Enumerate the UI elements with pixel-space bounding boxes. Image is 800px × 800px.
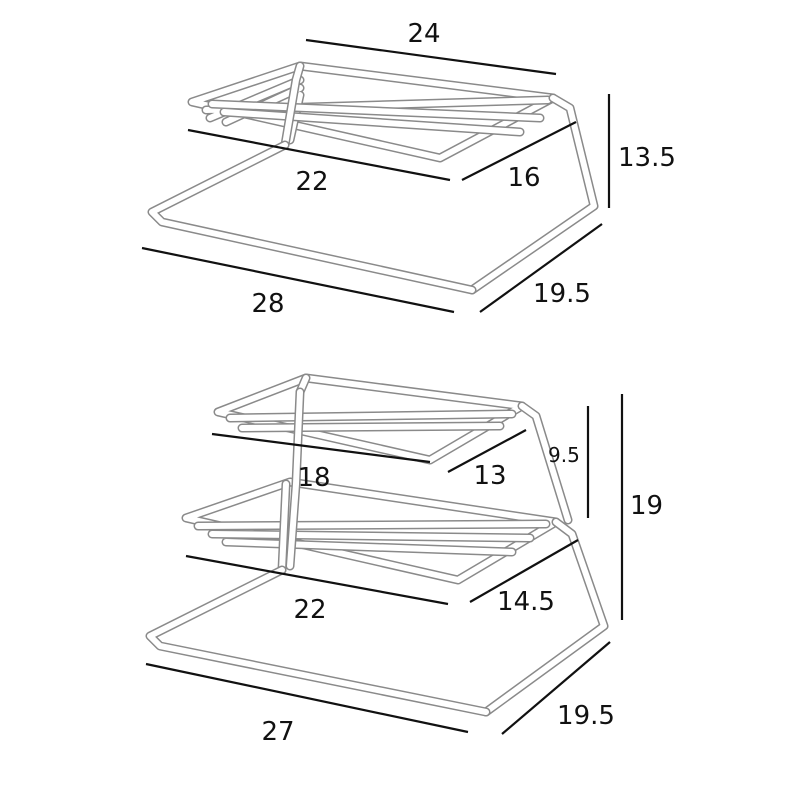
base-depth-line <box>479 223 603 313</box>
top-shelf-depth-line <box>447 429 527 473</box>
top-width-label: 24 <box>407 19 440 49</box>
mid-shelf-width-line <box>185 554 449 606</box>
rack-two-tier-dimensions: 24 22 16 13.5 28 19.5 <box>141 19 676 319</box>
rack-three-tier-frame <box>145 373 609 717</box>
base-depth-line <box>501 641 611 735</box>
shelf-depth-line <box>461 121 577 181</box>
height-label: 13.5 <box>618 143 676 173</box>
height-label: 19 <box>630 491 663 521</box>
base-depth-label: 19.5 <box>557 701 615 731</box>
top-shelf-width-label: 18 <box>297 463 330 493</box>
top-gap-label: 9.5 <box>548 443 580 467</box>
shelf-width-label: 22 <box>295 167 328 197</box>
base-width-label: 27 <box>261 717 294 747</box>
rack-three-tier-dimensions: 18 13 9.5 19 22 14.5 27 19.5 <box>145 394 663 747</box>
shelf-width-line <box>187 128 451 182</box>
mid-shelf-width-label: 22 <box>293 595 326 625</box>
shelf-depth-label: 16 <box>507 163 540 193</box>
top-shelf-depth-label: 13 <box>473 461 506 491</box>
base-width-line <box>141 246 455 314</box>
top-shelf-width-line <box>211 432 431 464</box>
top-width-line <box>305 38 557 76</box>
mid-shelf-depth-label: 14.5 <box>497 587 555 617</box>
mid-shelf-depth-line <box>469 539 579 603</box>
base-width-label: 28 <box>251 289 284 319</box>
rack-three-tier: 18 13 9.5 19 22 14.5 27 19.5 <box>145 373 663 747</box>
base-depth-label: 19.5 <box>533 279 591 309</box>
rack-two-tier-frame <box>147 61 599 295</box>
rack-two-tier: 24 22 16 13.5 28 19.5 <box>141 19 676 319</box>
base-width-line <box>145 662 469 734</box>
